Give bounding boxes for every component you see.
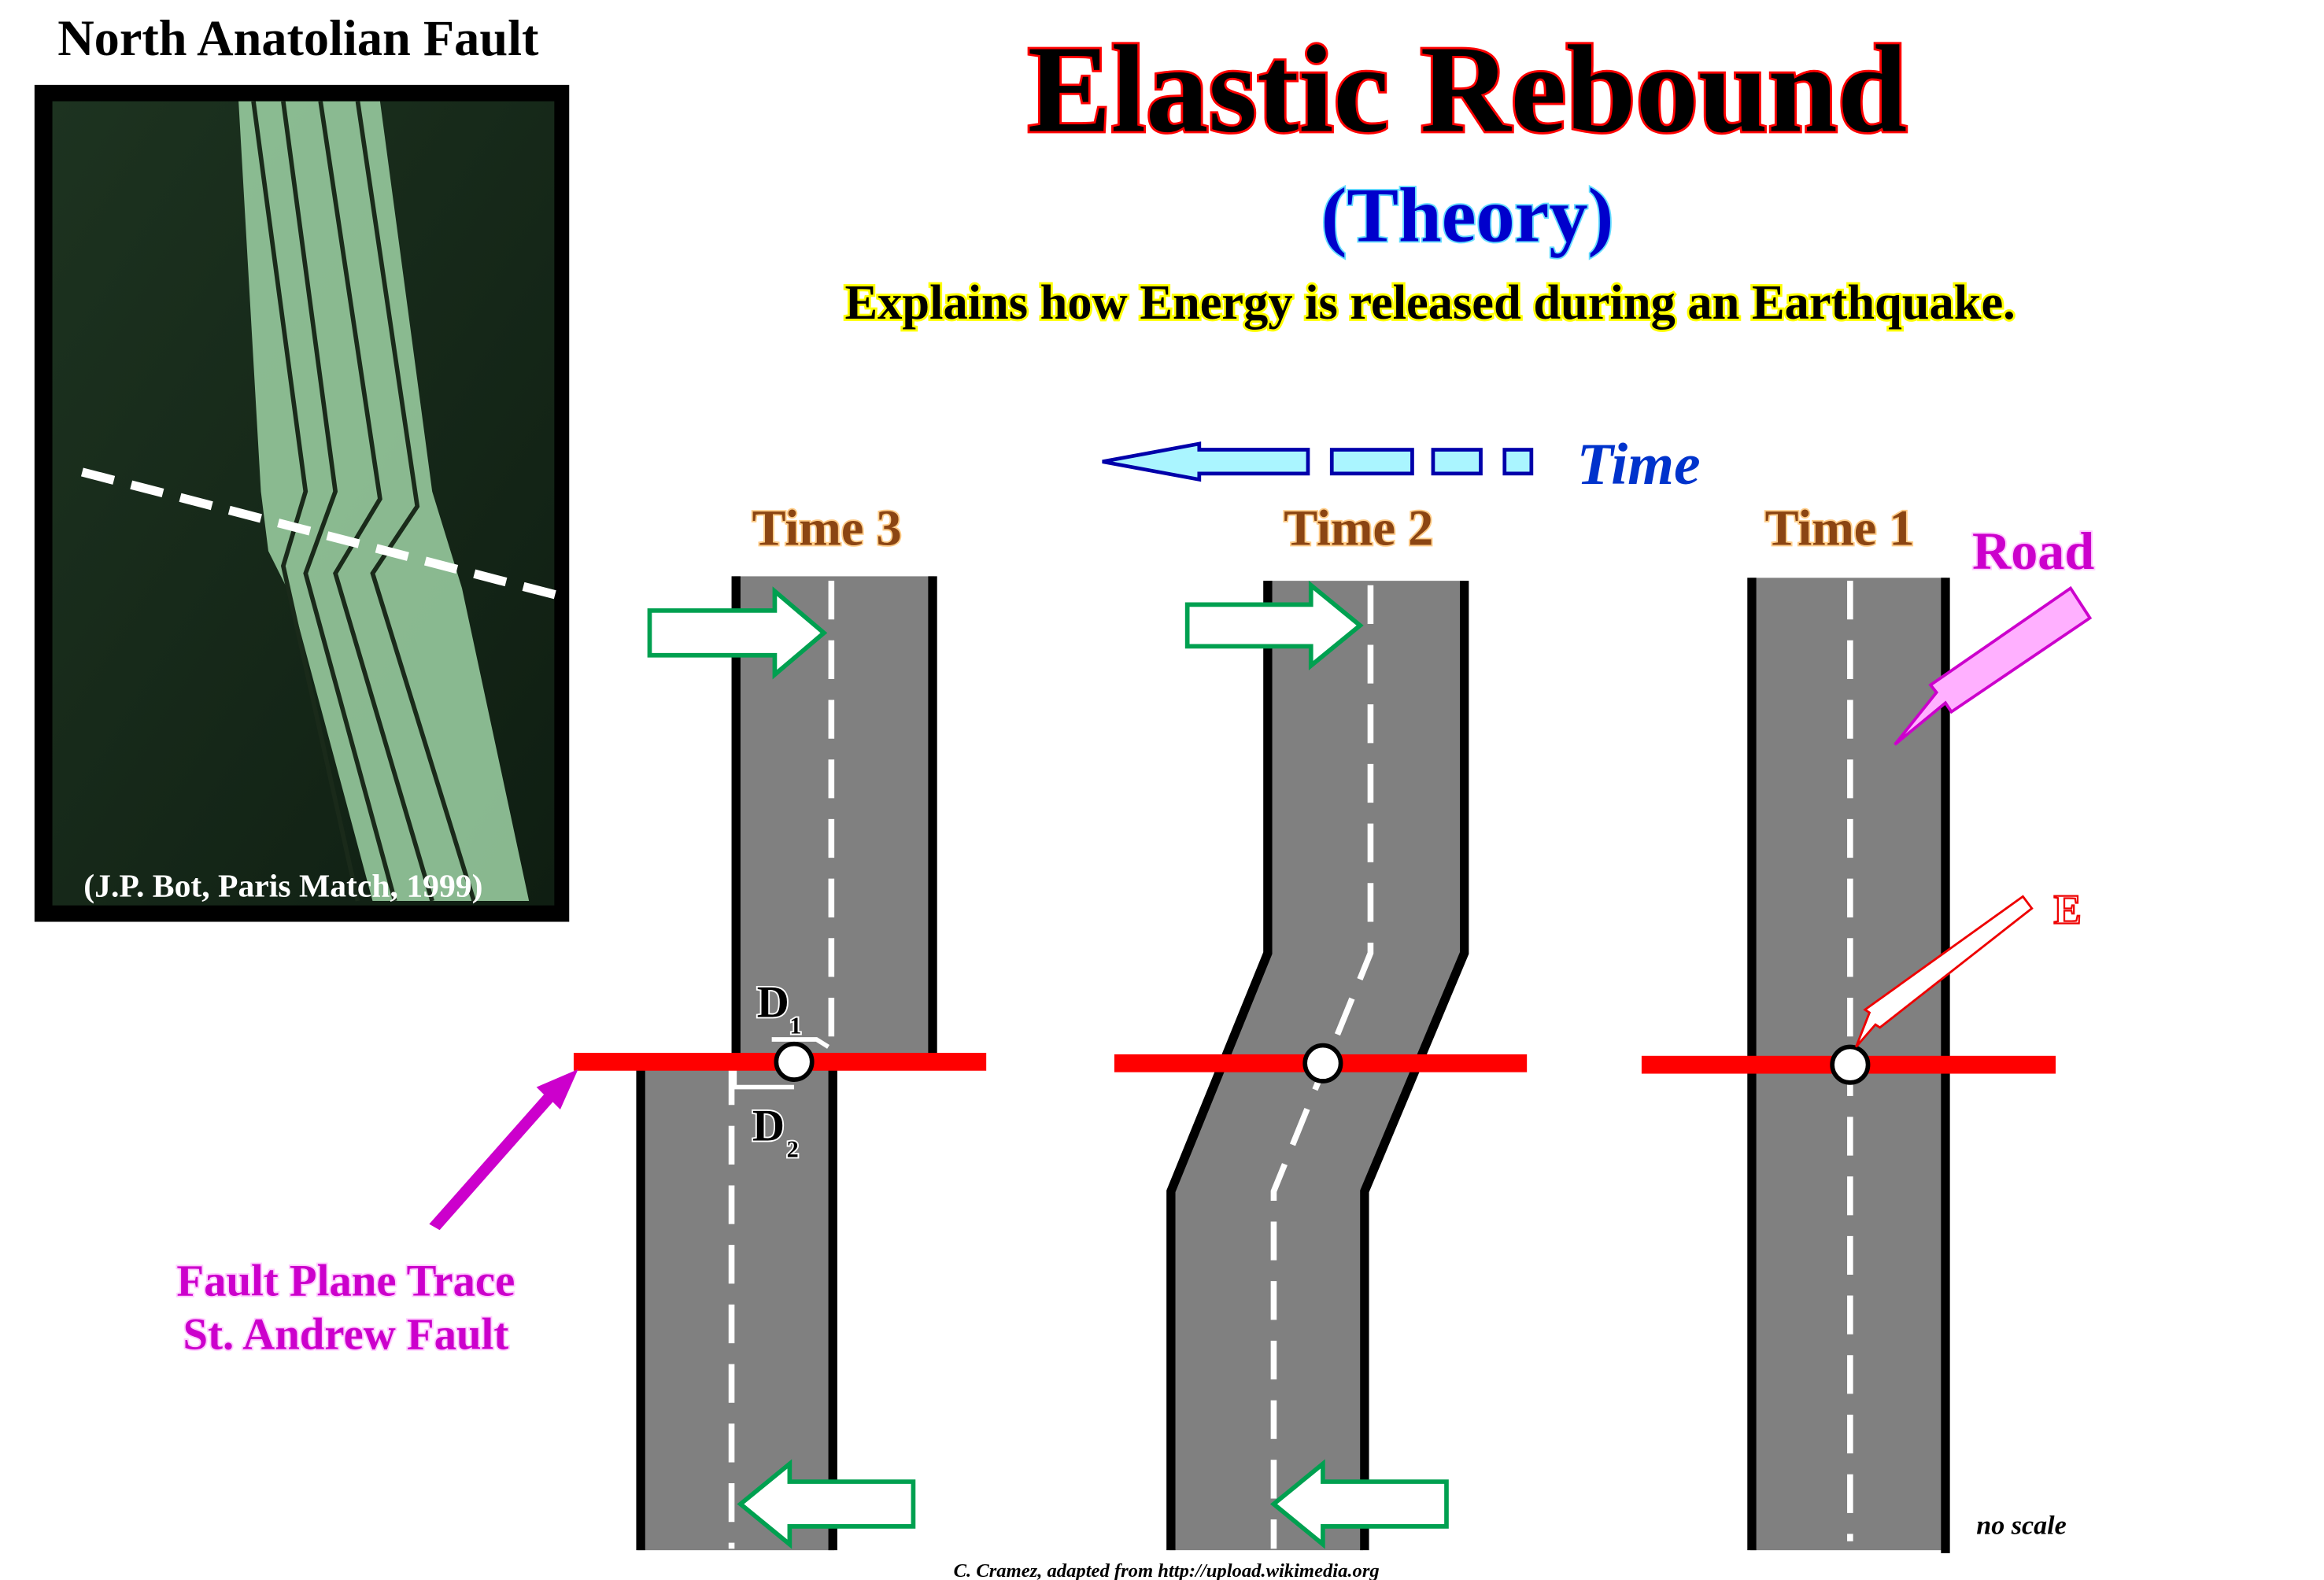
page-title: Elastic Rebound [1028,20,1907,159]
push-right-arrow-icon [1184,580,1364,670]
fault-pointer-arrow-icon [429,1069,578,1231]
no-scale-note: no scale [1976,1511,2066,1540]
road-time-3: D 1 D 2 [573,576,987,1551]
fault-photo: (J.P. Bot, Paris Match, 1999) [34,84,570,922]
energy-pointer-arrow-icon [1855,895,2034,1048]
d1-subscript: 1 [789,1012,801,1039]
diagram-credit: C. Cramez, adapted from http://upload.wi… [954,1560,1380,1580]
push-left-arrow-icon [1269,1459,1449,1549]
photo-credit: (J.P. Bot, Paris Match, 1999) [83,868,482,904]
photo-title: North Anatolian Fault [57,10,539,66]
road-label: Road [1972,521,2094,581]
time-label: Time [1577,432,1701,497]
d2-subscript: 2 [787,1136,799,1163]
energy-label: E [2054,887,2082,932]
fault-label-line-2: St. Andrew Fault [183,1310,509,1360]
road-time-1 [1641,578,2056,1553]
push-right-arrow-icon [647,586,828,680]
stage-label-time-2: Time 2 [1284,500,1433,556]
fault-label-line-1: Fault Plane Trace [176,1257,515,1306]
d1-label: D [757,978,789,1028]
page-subtitle: (Theory) [1321,173,1614,259]
d2-label: D [752,1102,785,1151]
stage-label-time-3: Time 3 [752,500,902,556]
stage-label-time-1: Time 1 [1765,500,1915,556]
page-description: Explains how Energy is released during a… [845,275,2015,330]
push-left-arrow-icon [737,1459,916,1549]
road-pointer-arrow-icon [1894,585,2093,746]
road-time-2 [1114,580,1528,1551]
time-arrow-icon [1102,441,1534,482]
